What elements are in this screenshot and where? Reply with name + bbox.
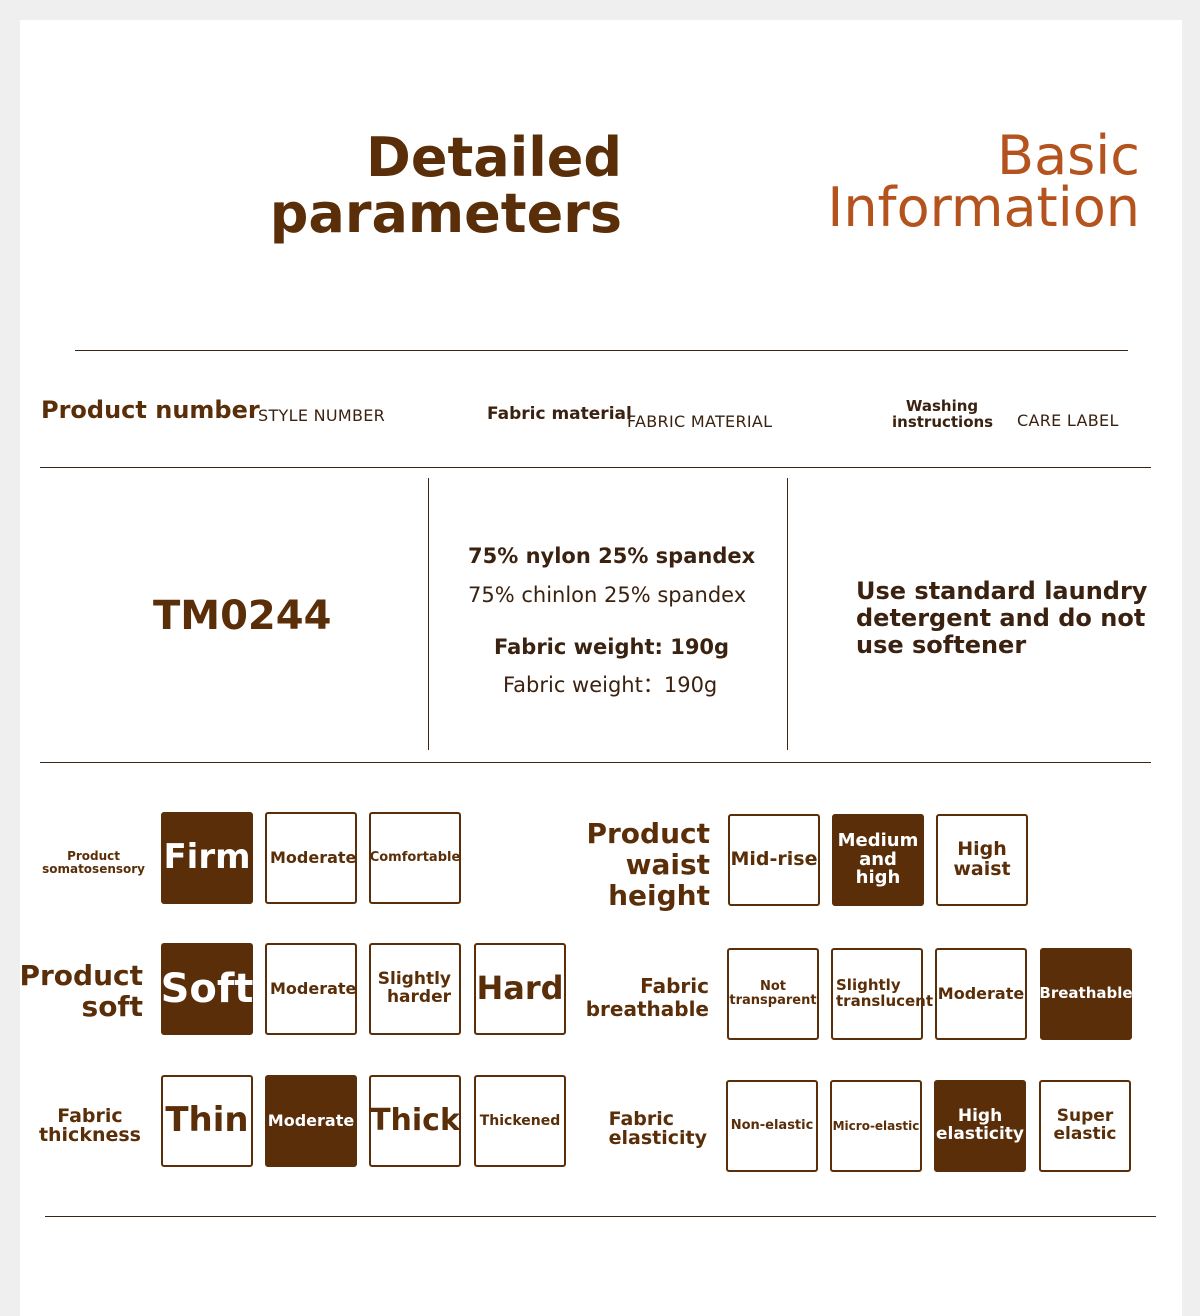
basic-information-title: Basic Information — [827, 124, 1140, 239]
option-mid-rise: Mid-rise — [728, 814, 820, 906]
thickness-label-line-2: thickness — [38, 1124, 141, 1146]
waist-label-line-2: waist — [625, 848, 710, 881]
subtitle-line-2: Information — [827, 176, 1140, 239]
option-not-transparent: Not transparent — [727, 948, 819, 1040]
elasticity-label: Fabric elasticity — [609, 1110, 707, 1148]
thickness-label-line-1: Fabric — [57, 1105, 123, 1127]
divider-bottom — [45, 1216, 1156, 1217]
waist-height-label: Product waist height — [586, 818, 710, 911]
elasticity-label-line-2: elasticity — [608, 1127, 707, 1149]
fabric-weight-value: Fabric weight: 190g — [494, 635, 730, 659]
option-moderate: Moderate — [265, 812, 357, 904]
option-firm: Firm — [161, 812, 253, 904]
option-moderate-soft: Moderate — [265, 943, 357, 1035]
option-non-elastic: Non-elastic — [726, 1080, 818, 1172]
detailed-parameters-title: Detailed parameters — [270, 130, 622, 242]
option-slightly-harder: Slightly harder — [369, 943, 461, 1035]
waist-label-line-3: height — [608, 879, 710, 912]
material-value: 75% nylon 25% spandex — [468, 544, 756, 568]
somatosensory-label-line-2: somatosensory — [42, 862, 145, 876]
option-moderate-breathable: Moderate — [935, 948, 1027, 1040]
option-thick: Thick — [369, 1075, 461, 1167]
breathable-label-line-2: breathable — [585, 997, 709, 1021]
option-comfortable: Comfortable — [369, 812, 461, 904]
subtitle-line-1: Basic — [997, 124, 1140, 187]
option-super-elastic: Super elastic — [1039, 1080, 1131, 1172]
option-micro-elastic: Micro-elastic — [830, 1080, 922, 1172]
option-hard: Hard — [474, 943, 566, 1035]
divider-header — [40, 467, 1151, 468]
fabric-material-en-heading: FABRIC MATERIAL — [627, 412, 773, 431]
option-thin: Thin — [161, 1075, 253, 1167]
title-line-1: Detailed — [366, 126, 622, 189]
elasticity-label-line-1: Fabric — [608, 1108, 675, 1130]
care-label-heading: CARE LABEL — [1017, 411, 1119, 430]
divider-top — [75, 350, 1128, 351]
style-number-heading: STYLE NUMBER — [258, 406, 386, 425]
option-medium-and-high: Medium and high — [832, 814, 924, 906]
waist-label-line-1: Product — [586, 817, 710, 850]
style-number-value: TM0244 — [153, 593, 332, 639]
option-slightly-translucent: Slightly translucent — [831, 948, 933, 1040]
washing-instructions-heading: Washing instructions — [892, 397, 994, 431]
soft-label: Product soft — [19, 960, 143, 1022]
somatosensory-label: Product somatosensory — [42, 850, 145, 876]
option-breathable: Breathable — [1039, 948, 1133, 1040]
divider-info — [40, 762, 1151, 763]
fabric-material-heading: Fabric material — [487, 404, 632, 424]
material-alt-value: 75% chinlon 25% spandex — [468, 583, 747, 607]
option-soft: Soft — [161, 943, 253, 1035]
somatosensory-label-line-1: Product — [67, 849, 121, 863]
soft-label-line-2: soft — [81, 990, 143, 1023]
washing-line-2: instructions — [892, 413, 994, 431]
column-divider-1 — [428, 478, 429, 750]
option-high-waist: High waist — [936, 814, 1028, 906]
breathable-label: Fabric breathable — [586, 975, 709, 1021]
soft-label-line-1: Product — [19, 959, 143, 992]
option-moderate-thickness: Moderate — [265, 1075, 357, 1167]
option-thickened: Thickened — [474, 1075, 566, 1167]
fabric-weight-alt-value: Fabric weight：190g — [503, 673, 718, 697]
thickness-label: Fabric thickness — [39, 1107, 141, 1145]
product-number-heading: Product number — [41, 396, 260, 424]
option-high-elasticity: High elasticity — [934, 1080, 1026, 1172]
washing-line-1: Washing — [905, 397, 979, 415]
care-instructions-value: Use standard laundry detergent and do no… — [856, 577, 1148, 659]
title-line-2: parameters — [269, 182, 622, 245]
column-divider-2 — [787, 478, 788, 750]
breathable-label-line-1: Fabric — [640, 974, 709, 998]
